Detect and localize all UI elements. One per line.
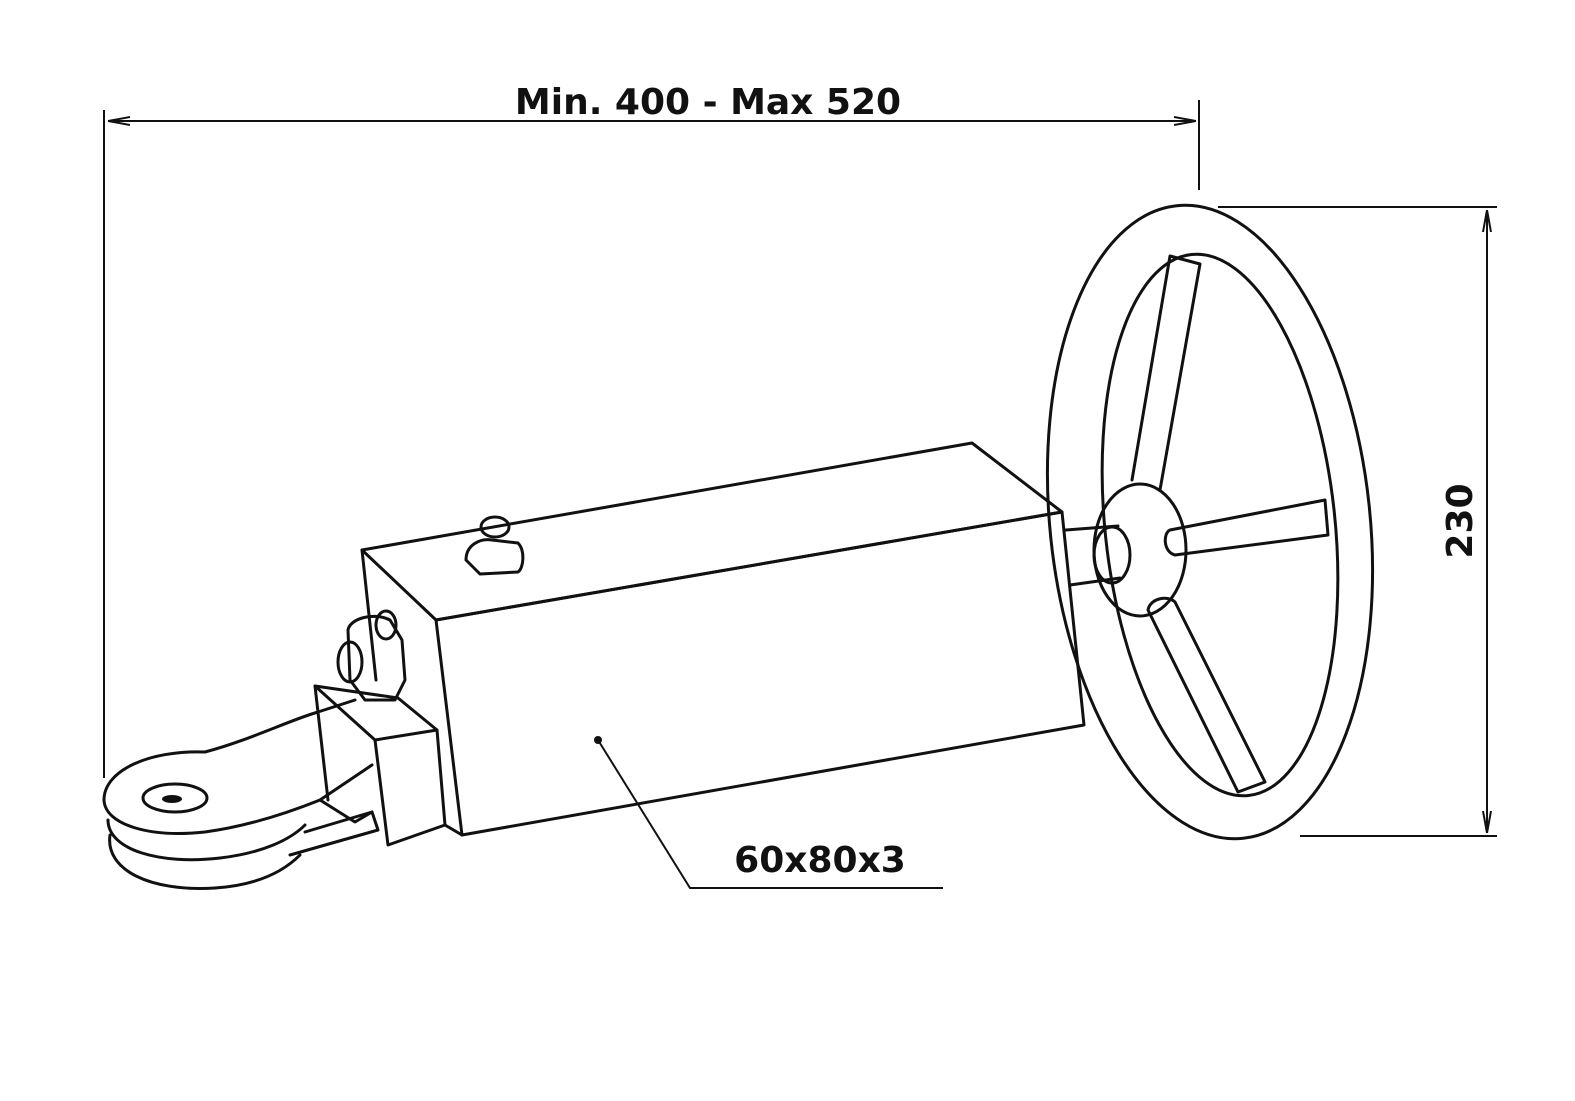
- handwheel: [1045, 203, 1375, 841]
- profile-callout: 60x80x3: [594, 736, 943, 889]
- spoke-top: [1130, 254, 1202, 492]
- spoke-bottom: [1146, 596, 1267, 794]
- tube-side-face: [360, 548, 464, 837]
- height-dimension: 230: [1218, 206, 1497, 837]
- square-tube: [360, 441, 1086, 837]
- tube-front-face: [434, 510, 1086, 837]
- height-label: 230: [1440, 483, 1481, 558]
- spoke-right: [1163, 498, 1330, 557]
- length-dimension: Min. 400 - Max 520: [103, 82, 1200, 778]
- length-label: Min. 400 - Max 520: [515, 82, 901, 123]
- wheel-rim-outer: [1045, 203, 1375, 841]
- wheel-rim-inner: [1100, 252, 1340, 798]
- pulley-assembly: [102, 515, 525, 890]
- profile-label: 60x80x3: [734, 840, 906, 881]
